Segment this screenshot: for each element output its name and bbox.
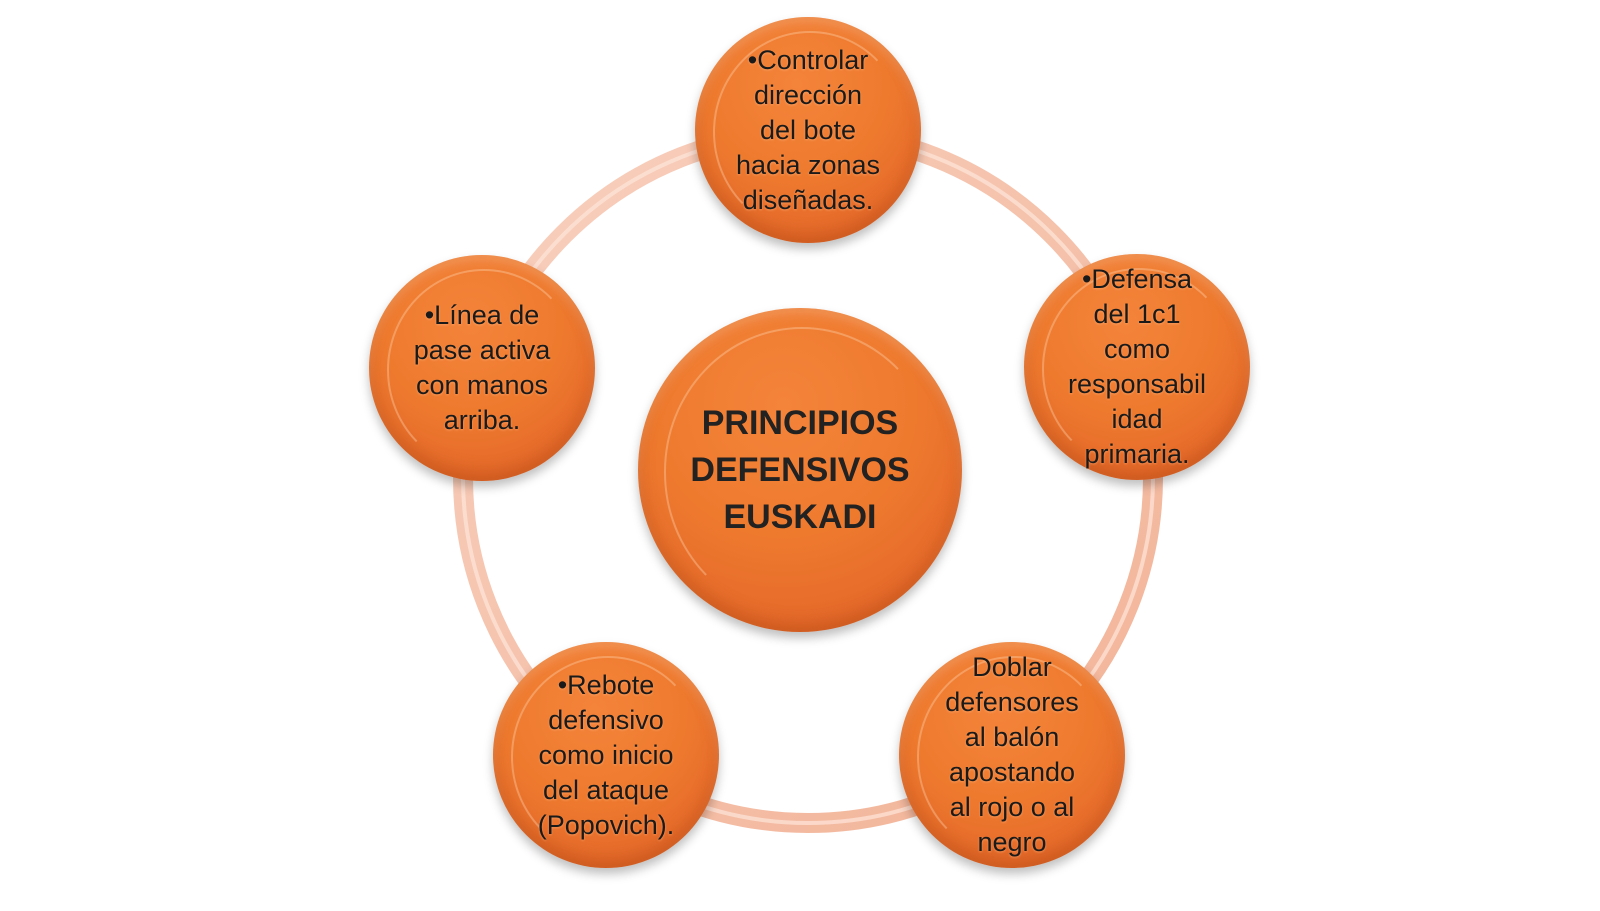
node-text-line: dirección	[753, 79, 863, 110]
node-text-line: responsabil	[1067, 369, 1207, 399]
node-text-line: •Defensa	[1081, 264, 1193, 294]
node-text-line: al rojo o al	[949, 792, 1075, 822]
node-text-line: arriba.	[443, 405, 521, 435]
node-text-line: primaria.	[1084, 439, 1190, 469]
center-title-line: PRINCIPIOS	[701, 403, 899, 442]
node-text-line: idad	[1111, 404, 1163, 434]
center-title-line: DEFENSIVOS	[690, 450, 910, 489]
node-text-line: •Controlar	[747, 44, 869, 75]
node-text-line: (Popovich).	[537, 809, 675, 840]
node-bottom-left: •Rebote defensivo como inicio del ataque (Po…	[493, 642, 719, 868]
node-text-line: pase activa	[413, 335, 551, 365]
node-text-line: como	[1103, 334, 1171, 364]
node-top: •Controlar dirección del bote hacia zonas di…	[695, 17, 921, 243]
node-text-line: diseñadas.	[742, 184, 874, 215]
node-left: •Línea de pase activa con manos arriba.	[369, 255, 595, 481]
node-text-line: del ataque	[542, 774, 670, 805]
node-text-line: •Línea de	[424, 300, 540, 330]
node-text-line: defensores	[945, 687, 1079, 717]
node-text-line: con manos	[415, 370, 549, 400]
node-text-line: apostando	[948, 757, 1076, 787]
center-circle: PRINCIPIOS DEFENSIVOS EUSKADI	[638, 308, 962, 632]
node-text-line: como inicio	[538, 739, 674, 770]
node-right: •Defensa del 1c1 como responsabil idad primar…	[1024, 254, 1250, 480]
node-text-line: del bote	[759, 114, 857, 145]
center-title-line: EUSKADI	[723, 497, 877, 536]
node-text-line: del 1c1	[1093, 299, 1181, 329]
node-text-line: negro	[977, 827, 1047, 857]
node-bottom-right: Doblar defensores al balón apostando al rojo…	[899, 642, 1125, 868]
node-text-line: al balón	[964, 722, 1060, 752]
node-text-line: Doblar	[972, 652, 1052, 682]
node-text-line: hacia zonas	[735, 149, 881, 180]
node-text-line: defensivo	[548, 704, 664, 735]
node-text-line: •Rebote	[557, 669, 655, 700]
